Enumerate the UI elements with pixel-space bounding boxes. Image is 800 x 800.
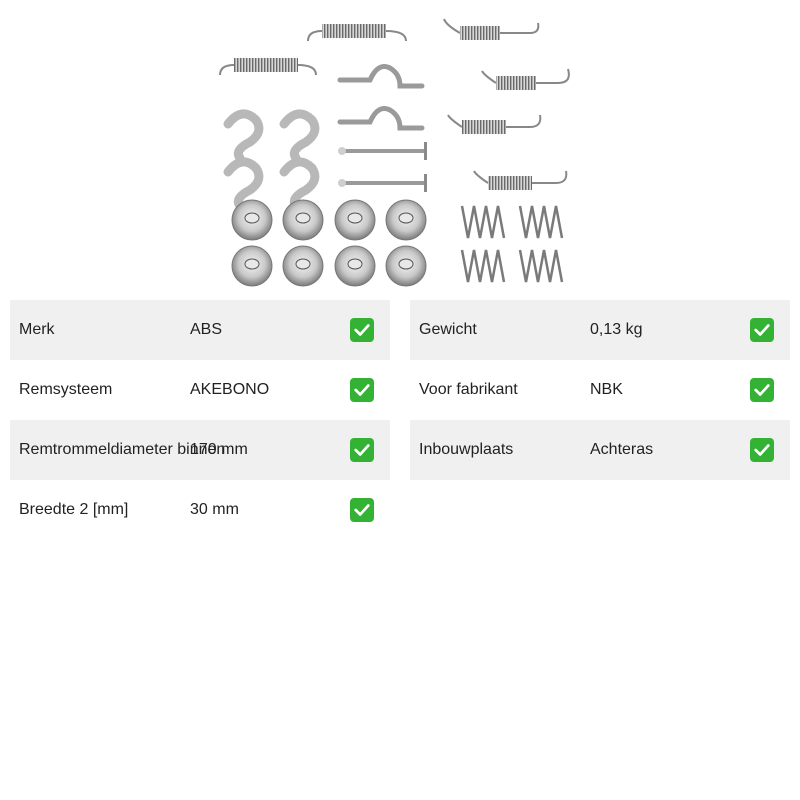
- spring-right-1: [443, 18, 540, 40]
- spec-value: Achteras: [590, 441, 654, 458]
- spec-label: Inbouwplaats: [419, 441, 514, 458]
- spec-value: NBK: [590, 381, 623, 398]
- spec-row-brake-system: Remsysteem AKEBONO: [10, 360, 390, 420]
- spring-right-2: [481, 68, 570, 90]
- tension-spring-1: [307, 24, 407, 42]
- spec-value: 0,13 kg: [590, 321, 643, 338]
- check-mark-icon: [350, 438, 374, 462]
- spec-row-weight: Gewicht 0,13 kg: [410, 300, 790, 360]
- spec-label: Voor fabrikant: [419, 381, 518, 398]
- spec-value: AKEBONO: [190, 381, 270, 398]
- spec-table-right: Gewicht 0,13 kg Voor fabrikant NBK Inbou…: [410, 300, 790, 480]
- spec-row-width: Breedte 2 [mm] 30 mm: [10, 480, 390, 540]
- spec-label: Remsysteem: [19, 381, 113, 398]
- spec-value: ABS: [190, 321, 223, 338]
- check-mark-icon: [750, 438, 774, 462]
- spring-right-3: [447, 114, 542, 134]
- spec-value: 170 mm: [190, 441, 248, 458]
- spec-label: Breedte 2 [mm]: [19, 501, 129, 518]
- check-mark-icon: [750, 378, 774, 402]
- spec-row-manufacturer: Voor fabrikant NBK: [410, 360, 790, 420]
- check-mark-icon: [350, 378, 374, 402]
- spec-label: Gewicht: [419, 321, 477, 338]
- tension-spring-2: [219, 58, 317, 76]
- spec-label: Merk: [19, 321, 55, 338]
- spring-right-4: [473, 170, 568, 190]
- spec-row-position: Inbouwplaats Achteras: [410, 420, 790, 480]
- retainer-cups: [231, 199, 427, 287]
- compression-springs: [460, 205, 564, 283]
- spec-row-drum-diameter: Remtrommeldiameter binnen 170 mm: [10, 420, 390, 480]
- spec-value: 30 mm: [190, 501, 239, 518]
- spec-table-left: Merk ABS Remsysteem AKEBONO Remtrommeldi…: [10, 300, 390, 540]
- spec-row-brand: Merk ABS: [10, 300, 390, 360]
- spec-label: Remtrommeldiameter binnen: [19, 441, 226, 458]
- product-image: [219, 18, 570, 287]
- check-mark-icon: [750, 318, 774, 342]
- check-mark-icon: [350, 318, 374, 342]
- check-mark-icon: [350, 498, 374, 522]
